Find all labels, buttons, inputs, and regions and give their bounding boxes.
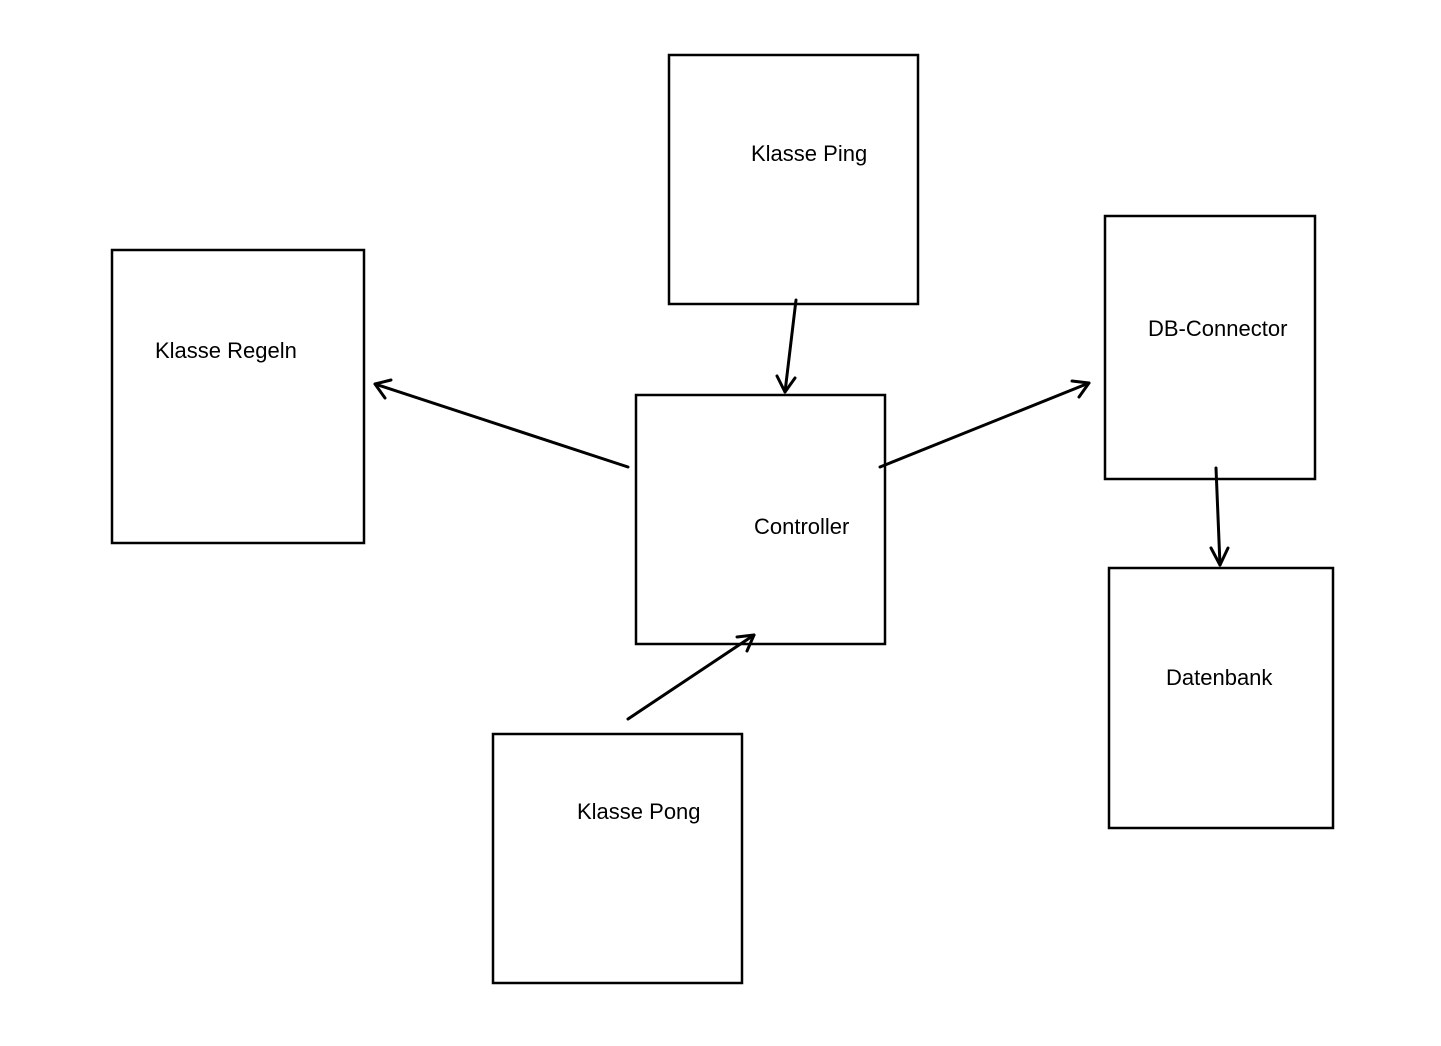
edge-line-controller-regeln xyxy=(373,382,630,469)
node-label-ping: Klasse Ping xyxy=(751,141,867,166)
node-label-pong: Klasse Pong xyxy=(577,799,701,824)
node-box-pong xyxy=(491,732,744,985)
node-box-dbconnector xyxy=(1103,214,1317,481)
arrowhead-icon xyxy=(775,374,797,394)
node-box-ping xyxy=(667,53,920,306)
node-controller: Controller xyxy=(634,393,887,646)
edge-controller-to-regeln xyxy=(373,378,630,469)
edge-pong-to-controller xyxy=(626,633,756,721)
node-box-controller xyxy=(634,393,887,646)
node-label-regeln: Klasse Regeln xyxy=(155,338,297,363)
edge-controller-to-dbconnector xyxy=(878,379,1091,469)
edge-ping-to-controller xyxy=(775,298,798,394)
node-label-controller: Controller xyxy=(754,514,849,539)
edge-line-pong-controller xyxy=(626,633,756,721)
node-klasse-regeln: Klasse Regeln xyxy=(110,248,366,545)
arrowhead-icon xyxy=(1070,379,1091,399)
arrowhead-icon xyxy=(735,633,756,653)
edge-dbconnector-to-datenbank xyxy=(1209,466,1230,567)
node-db-connector: DB-Connector xyxy=(1103,214,1317,481)
node-box-regeln xyxy=(110,248,366,545)
arrowhead-icon xyxy=(373,378,393,400)
node-klasse-pong: Klasse Pong xyxy=(491,732,744,985)
node-datenbank: Datenbank xyxy=(1107,566,1335,830)
edge-line-controller-dbconnector xyxy=(878,381,1091,469)
node-label-datenbank: Datenbank xyxy=(1166,665,1273,690)
node-klasse-ping: Klasse Ping xyxy=(667,53,920,306)
node-box-datenbank xyxy=(1107,566,1335,830)
node-label-dbconnector: DB-Connector xyxy=(1148,316,1287,341)
edge-line-dbconnector-datenbank xyxy=(1214,466,1222,567)
arrowhead-icon xyxy=(1209,546,1230,567)
edge-line-ping-controller xyxy=(783,298,798,394)
